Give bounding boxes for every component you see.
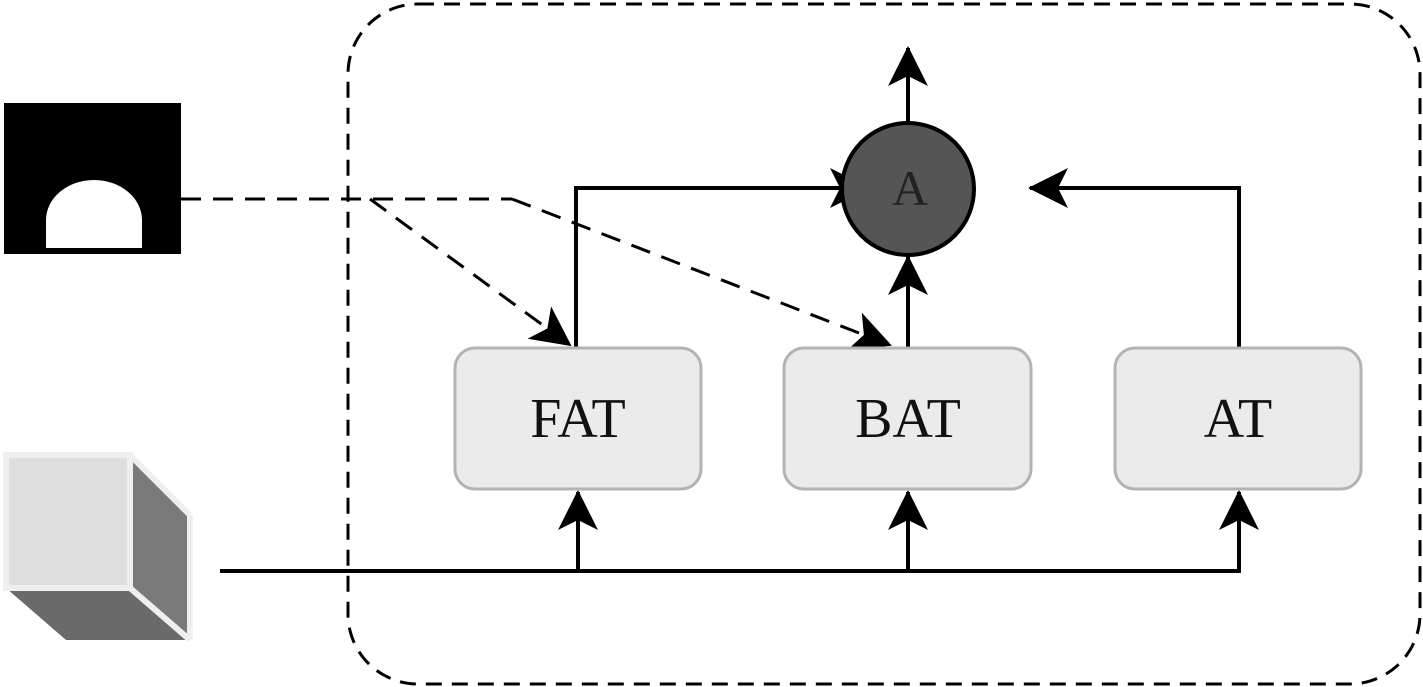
aggregate-node: A bbox=[840, 121, 976, 257]
mask-to-fat-arrow bbox=[369, 197, 572, 347]
feature-bus bbox=[220, 490, 1259, 573]
fat-to-a-arrow bbox=[574, 168, 870, 348]
module-boundary bbox=[346, 2, 1422, 686]
aggregate-label: A bbox=[892, 160, 928, 216]
mask-to-bat-arrow bbox=[511, 197, 892, 350]
bat-label: BAT bbox=[855, 388, 961, 450]
fat-box: FAT bbox=[453, 346, 703, 491]
at-to-a-arrow bbox=[1028, 168, 1241, 348]
aggregation-inputs bbox=[574, 46, 1241, 348]
fat-label: FAT bbox=[530, 388, 625, 450]
at-label: AT bbox=[1204, 388, 1272, 450]
cube-volume-icon bbox=[3, 452, 193, 643]
bat-box: BAT bbox=[782, 346, 1033, 491]
mask-guidance-lines bbox=[181, 197, 892, 350]
semicircle-mask-shape bbox=[46, 180, 142, 248]
mask-input-image bbox=[4, 103, 181, 254]
at-box: AT bbox=[1113, 346, 1363, 491]
